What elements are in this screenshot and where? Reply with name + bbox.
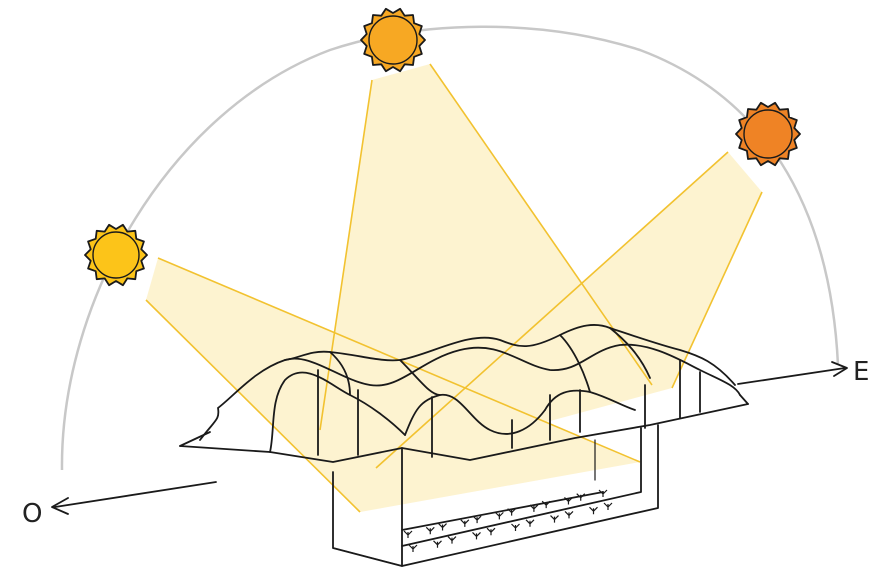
wavy-roof [199, 324, 741, 481]
west-arrow [51, 481, 217, 515]
plant-icon [589, 506, 598, 515]
plant-icon [472, 515, 482, 524]
plant-icon [438, 523, 447, 531]
sun-icon [735, 101, 801, 167]
plant-icon [425, 526, 435, 535]
plant-icon [486, 527, 496, 536]
plant-icon [408, 544, 418, 552]
plant-icon [447, 536, 457, 544]
plant-icon [403, 530, 413, 538]
east-arrow [737, 361, 848, 385]
plant-icon [460, 519, 470, 527]
sun-disc [743, 109, 793, 159]
sun-icon [360, 7, 426, 73]
light-beam-east [376, 152, 762, 468]
plant-icon [541, 500, 551, 509]
plant-icon [598, 489, 608, 497]
west-label: O [22, 499, 42, 529]
plant-icon [433, 540, 442, 548]
plant-icon [511, 523, 520, 531]
plant-icon [507, 508, 517, 516]
plant-rows [403, 489, 613, 552]
sun-disc [92, 231, 140, 279]
east-label: E [853, 357, 869, 387]
plant-icon [603, 502, 613, 510]
plant-icon [564, 497, 573, 505]
growing-pit [332, 424, 659, 567]
plant-icon [576, 493, 586, 501]
plant-icon [550, 515, 559, 523]
plant-icon [494, 511, 504, 520]
plant-icon [564, 510, 574, 519]
plant-icon [525, 519, 535, 527]
light-beams [146, 64, 762, 512]
plant-icon [472, 531, 481, 540]
plant-icon [529, 504, 539, 512]
sun-disc [368, 15, 418, 65]
sun-icon [84, 223, 148, 287]
suns [84, 7, 801, 287]
